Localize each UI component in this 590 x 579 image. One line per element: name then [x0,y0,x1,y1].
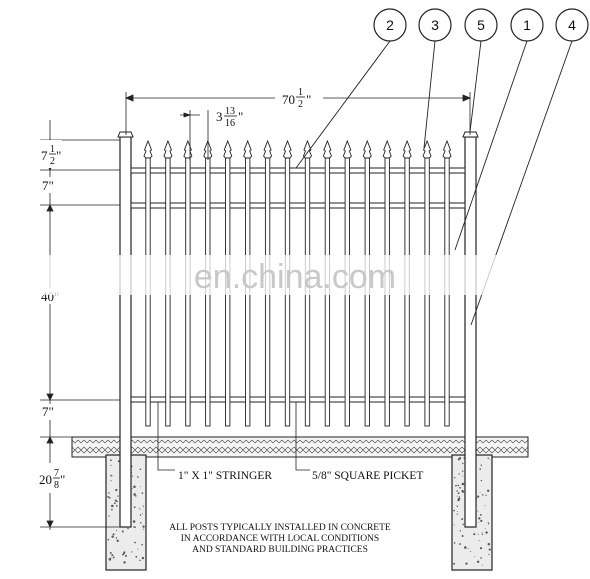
spear-finial [183,139,193,159]
bottom-gap-label: 7" [42,404,54,419]
picket-label: 5/8" SQUARE PICKET [312,470,423,482]
picket-rail-top [130,167,466,174]
note-line-3: AND STANDARD BUILDING PRACTICES [192,545,368,555]
spear-finial [342,139,352,159]
callout-4: 4 [555,8,589,42]
callout-5: 5 [464,8,498,42]
bottom-rail [130,396,466,403]
overall-width-unit: " [306,92,311,107]
spear-height-value: 7 [41,148,48,163]
post-left [117,131,134,528]
spear-finial [223,139,233,159]
spear-finial [283,139,293,159]
post-embed-frac-num: 7 [54,468,59,479]
watermark-text: en.china.com [194,258,396,296]
note-line-1: ALL POSTS TYPICALLY INSTALLED IN CONCRET… [169,523,391,533]
post-embed-dimension: 20 7 8 " [38,463,68,493]
post-embed-frac-den: 8 [54,480,59,491]
post-embed-value: 20 [39,472,52,487]
spear-finial [163,139,173,159]
note-line-2: IN ACCORDANCE WITH LOCAL CONDITIONS [181,534,379,544]
watermark: en.china.com [30,255,560,296]
spear-height-frac-den: 2 [50,156,55,167]
picket-spacing-frac-den: 16 [225,118,235,129]
callout-3: 3 [418,8,452,42]
picket-spacing-dimension: 3 13 16 " [216,106,243,129]
spear-height-unit: " [56,148,61,163]
picket-spacing-unit: " [238,109,243,124]
ground-band [71,436,529,458]
callout-1: 1 [510,8,544,42]
callout-1-number: 1 [523,17,531,33]
installation-note: ALL POSTS TYPICALLY INSTALLED IN CONCRET… [169,523,391,555]
picket-spacing-value: 3 [216,109,223,124]
overall-width-value: 70 [282,92,295,107]
stringer-label: 1" X 1" STRINGER [178,470,272,482]
callout-2: 2 [373,8,407,42]
post-cap [462,131,479,138]
spear-finial [382,139,392,159]
top-gap-label: 7" [42,178,54,193]
spear-finial [422,139,432,159]
spear-height-dimension: 7 1 2 " [40,140,62,168]
spear-finial [243,139,253,159]
upper-rail-right [130,202,466,209]
overall-width-dimension: 70 1 2 " [275,86,323,110]
spear-finial [302,139,312,159]
spear-finial [143,139,153,159]
overall-width-frac-den: 2 [298,99,303,110]
post-right [464,136,477,528]
spear-height-frac-num: 1 [50,144,55,155]
callout-3-number: 3 [431,17,439,33]
callout-4-number: 4 [568,17,576,33]
picket-spacing-frac-num: 13 [225,106,235,117]
callout-5-number: 5 [477,17,485,33]
spear-finial [322,139,332,159]
spear-finial [263,139,273,159]
post-embed-unit: " [60,472,65,487]
overall-width-frac-num: 1 [298,87,303,98]
spear-finial [362,139,372,159]
spear-finial [442,139,452,159]
spear-finial [402,139,412,159]
callout-2-number: 2 [386,17,394,33]
